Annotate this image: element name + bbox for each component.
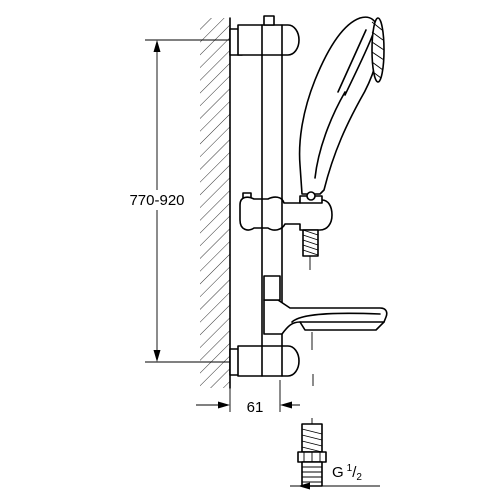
top-wall-bracket: [229, 15, 300, 56]
wall-offset-dimension: 61: [196, 380, 300, 416]
wall-offset-label: 61: [247, 399, 264, 416]
wall: [200, 17, 231, 389]
shower-hose: [309, 256, 314, 386]
thread-letter: G: [332, 464, 344, 481]
thread-numerator: 1: [347, 463, 353, 474]
hose-connector: [297, 418, 327, 487]
thread-denominator: 2: [356, 472, 362, 483]
height-range-label: 770-920: [129, 192, 184, 209]
hand-shower: [298, 16, 385, 195]
slider-holder: [239, 191, 333, 257]
height-dimension: 770-920: [118, 39, 240, 363]
thread-slash: /: [352, 464, 357, 481]
bottom-wall-bracket: [229, 345, 300, 377]
soap-dish: [263, 275, 388, 335]
